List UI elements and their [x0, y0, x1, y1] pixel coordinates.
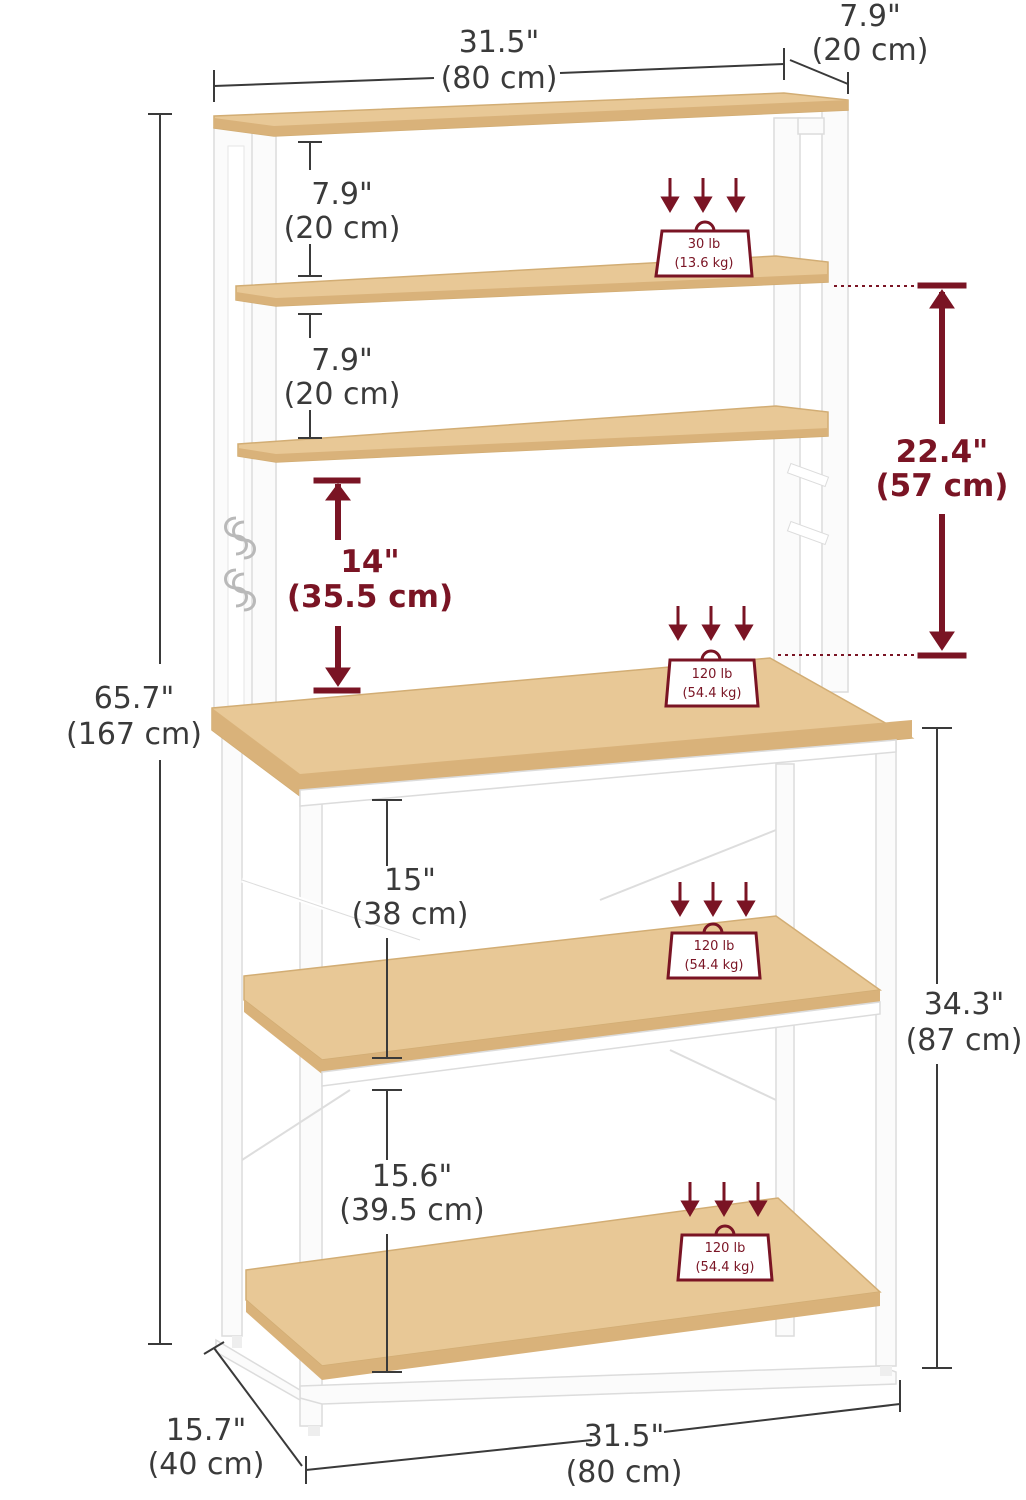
base-height-cm: (87 cm): [906, 1023, 1023, 1058]
load-badge-hutch: [654, 178, 754, 278]
hutch-span-inch: 22.4": [896, 434, 989, 470]
load-hutch-lb: 30 lb: [688, 237, 721, 252]
top-shelf: [213, 92, 849, 137]
load-bottom-lb: 120 lb: [705, 1241, 746, 1256]
hutch-span-cm: (57 cm): [876, 468, 1009, 504]
top-width-cm: (80 cm): [441, 61, 558, 96]
dimension-lines: [148, 48, 952, 1484]
load-labels: 30 lb (13.6 kg) 120 lb (54.4 kg) 120 lb …: [674, 237, 754, 1275]
base-depth-cm: (40 cm): [148, 1447, 265, 1482]
hutch-shelf-2: [237, 405, 829, 463]
top-depth-cm: (20 cm): [812, 33, 929, 68]
foot-right: [880, 1366, 892, 1376]
foot-left: [232, 1336, 242, 1348]
lower-gap-2-cm: (39.5 cm): [339, 1193, 484, 1228]
load-bottom-kg: (54.4 kg): [695, 1260, 754, 1275]
total-height-inch: 65.7": [94, 681, 175, 716]
counter-gap-marker: [313, 477, 361, 694]
lower-gap-1-cm: (38 cm): [352, 897, 469, 932]
lower-gap-2-inch: 15.6": [372, 1159, 453, 1194]
load-middle-kg: (54.4 kg): [684, 958, 743, 973]
load-counter-lb: 120 lb: [692, 667, 733, 682]
load-badge-bottom: [676, 1182, 774, 1282]
load-badge-middle: [666, 882, 762, 980]
top-depth-inch: 7.9": [839, 0, 901, 34]
dimension-labels: 31.5" (80 cm) 7.9" (20 cm) 7.9" (20 cm) …: [66, 0, 1022, 1490]
base-depth-inch: 15.7": [166, 1413, 247, 1448]
base-width-cm: (80 cm): [566, 1455, 683, 1490]
counter-gap-inch: 14": [340, 544, 399, 580]
hutch-gap-1-cm: (20 cm): [284, 211, 401, 246]
counter-shelf: [211, 657, 915, 807]
foot-front: [308, 1426, 320, 1436]
hutch-right-frame: [773, 109, 849, 693]
hutch-gap-1-inch: 7.9": [311, 177, 373, 212]
load-middle-lb: 120 lb: [694, 939, 735, 954]
load-badge-counter: [664, 606, 760, 708]
hutch-left-frame: [213, 127, 277, 729]
hutch-gap-2-inch: 7.9": [311, 343, 373, 378]
top-width-inch: 31.5": [459, 25, 540, 60]
base-height-inch: 34.3": [924, 987, 1005, 1022]
base-width-inch: 31.5": [584, 1419, 665, 1454]
load-hutch-kg: (13.6 kg): [674, 256, 733, 271]
counter-gap-cm: (35.5 cm): [287, 579, 453, 615]
load-counter-kg: (54.4 kg): [682, 686, 741, 701]
s-hooks: [224, 516, 256, 612]
lower-gap-1-inch: 15": [384, 863, 436, 898]
hutch-gap-2-cm: (20 cm): [284, 377, 401, 412]
hutch-span-marker: [778, 282, 967, 659]
total-height-cm: (167 cm): [66, 717, 202, 752]
bakers-rack: [211, 92, 915, 1436]
